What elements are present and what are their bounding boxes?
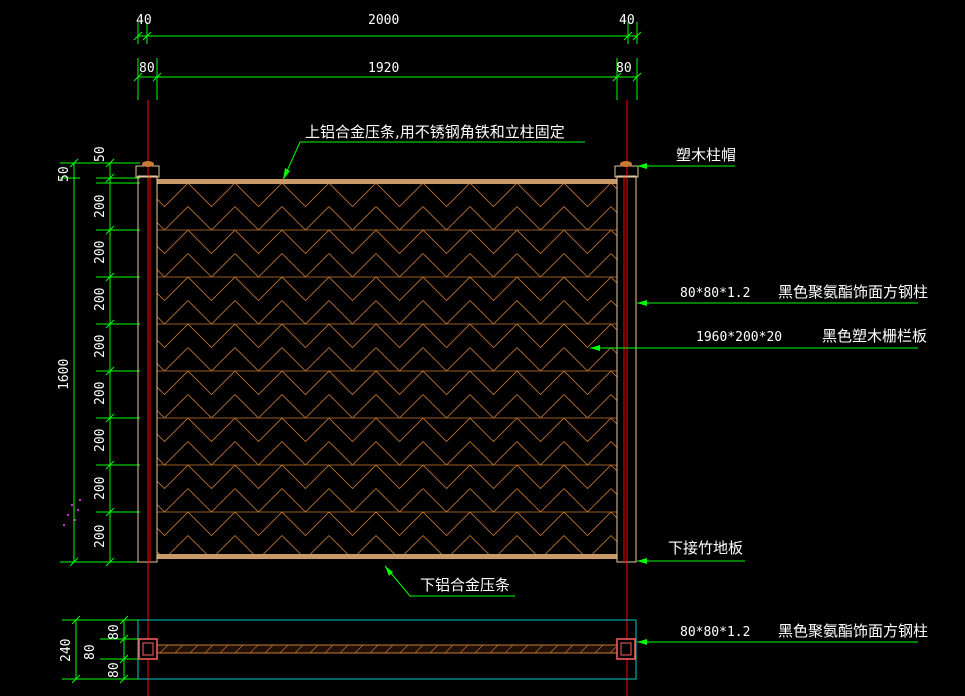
label-board-spec: 1960*200*20 [696,330,782,345]
plan-view [137,619,637,680]
dim-left-50-inner: 50 [93,146,108,162]
dim-board-8: 200 [93,525,108,548]
dim-second-right-80: 80 [616,61,632,76]
right-post [614,100,639,696]
top-aluminum-rail [157,179,617,184]
fence-panel [157,179,617,559]
dim-top-right-40: 40 [619,13,635,28]
dim-board-7: 200 [93,477,108,500]
leader-arrows [283,163,647,645]
label-top-rail: 上铝合金压条,用不锈钢角铁和立柱固定 [305,123,565,141]
label-post-cap: 塑木柱帽 [676,146,736,164]
label-plan-post-name: 黑色聚氨酯饰面方钢柱 [778,622,928,640]
dim-plan-80-a: 80 [107,624,122,640]
plan-post-right [616,638,636,660]
dim-plan-80-c: 80 [107,662,122,678]
dim-top-left-40: 40 [136,13,152,28]
label-plan-post-spec: 80*80*1.2 [680,625,750,640]
dim-plan-80-b: 80 [83,644,98,660]
dim-board-6: 200 [93,429,108,452]
dim-left-1600: 1600 [57,359,72,390]
label-bottom-rail: 下铝合金压条 [420,576,510,594]
label-post-name: 黑色聚氨酯饰面方钢柱 [778,283,928,301]
plan-post-left [138,638,158,660]
left-dimensions [60,158,140,567]
dim-second-left-80: 80 [139,61,155,76]
stray-marks [63,499,81,526]
annotation-leaders [282,141,918,643]
label-board-name: 黑色塑木栅栏板 [822,327,927,345]
label-bottom-connect: 下接竹地板 [668,539,743,557]
top-dimensions [133,22,642,100]
left-post [135,100,160,696]
dim-board-5: 200 [93,382,108,405]
dim-second-1920: 1920 [368,61,399,76]
dim-left-50-outer: 50 [57,166,72,182]
dim-board-3: 200 [93,288,108,311]
label-post-spec: 80*80*1.2 [680,286,750,301]
plan-dimensions [62,615,138,684]
dim-plan-240: 240 [59,639,74,662]
dim-board-4: 200 [93,335,108,358]
dim-board-1: 200 [93,195,108,218]
dim-board-2: 200 [93,241,108,264]
bottom-aluminum-rail [157,554,617,559]
dim-top-2000: 2000 [368,13,399,28]
